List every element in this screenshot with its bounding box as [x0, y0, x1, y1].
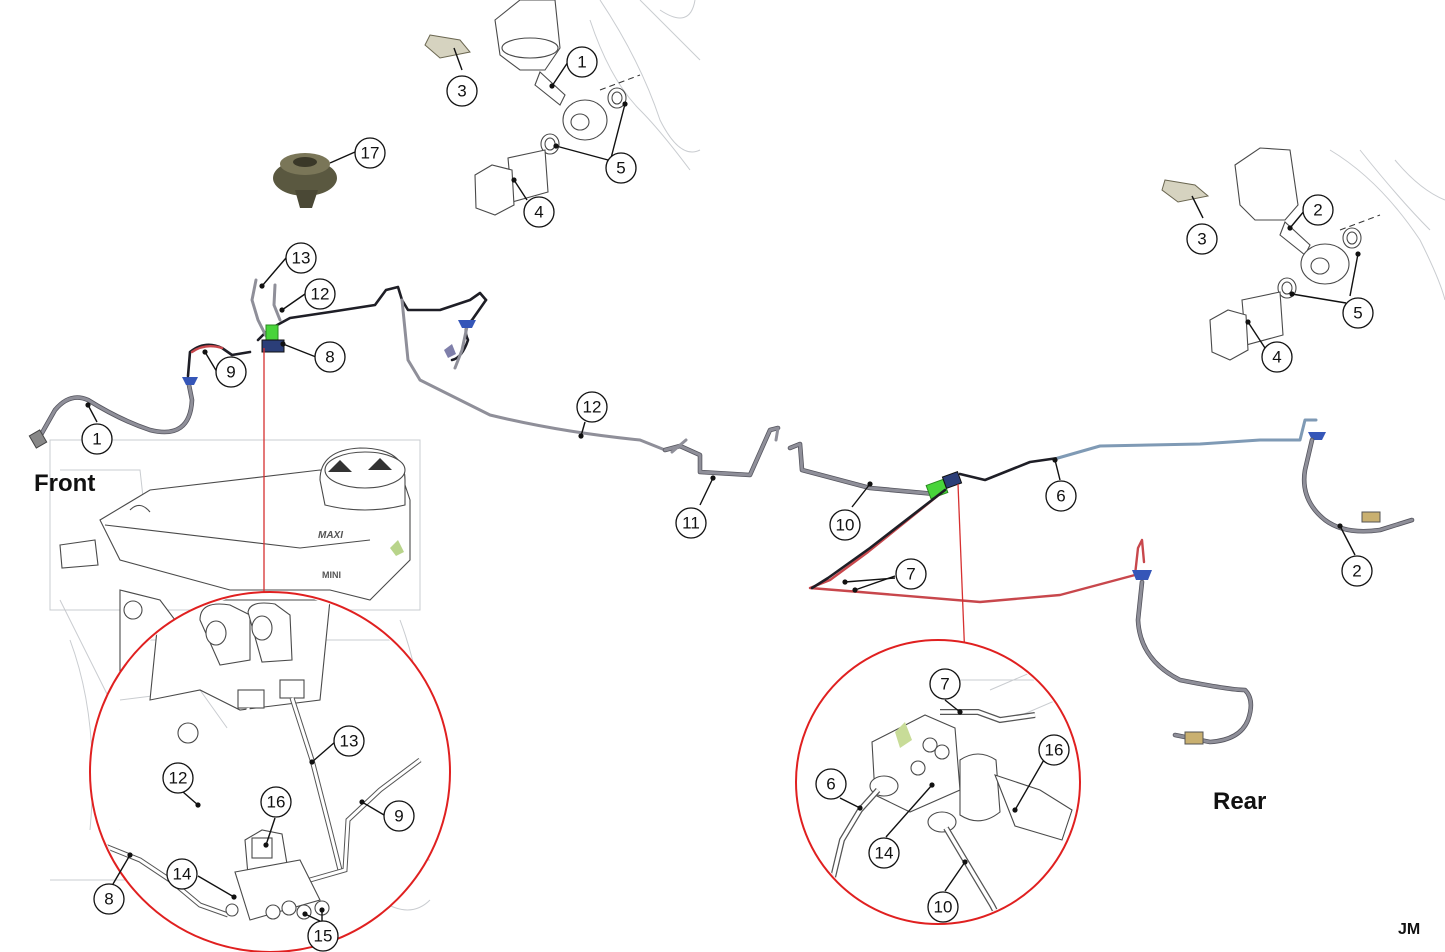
svg-text:1: 1 — [577, 53, 586, 72]
fitting-detail-top — [424, 0, 641, 216]
svg-text:14: 14 — [875, 844, 894, 863]
svg-text:7: 7 — [940, 675, 949, 694]
callout-balloons: 1 3 5 4 17 2 3 5 4 13 12 8 9 1 12 11 10 … — [81, 46, 1374, 952]
abs-sensor-rear — [925, 470, 963, 500]
svg-text:14: 14 — [173, 865, 192, 884]
zoom-guide-rear — [957, 483, 966, 661]
callout-8-main: 8 — [314, 341, 346, 373]
svg-text:1: 1 — [92, 430, 101, 449]
callout-10-main: 10 — [829, 509, 861, 541]
svg-text:9: 9 — [394, 807, 403, 826]
leader-lines — [85, 47, 1361, 923]
callout-16-zoomR: 16 — [1038, 734, 1070, 766]
rear-label: Rear — [1213, 788, 1266, 815]
background-sketch-top — [589, 0, 1445, 301]
callout-6-main: 6 — [1045, 480, 1077, 512]
svg-text:2: 2 — [1352, 562, 1361, 581]
callout-9-zoom: 9 — [383, 800, 415, 832]
svg-text:4: 4 — [1272, 348, 1281, 367]
callout-4-right: 4 — [1261, 341, 1293, 373]
svg-text:10: 10 — [836, 516, 855, 535]
callout-1-top: 1 — [566, 46, 598, 78]
fitting-detail-right — [1161, 147, 1381, 361]
zoom-detail-rear — [795, 639, 1081, 925]
callout-5-top: 5 — [605, 152, 637, 184]
svg-text:12: 12 — [169, 769, 188, 788]
svg-text:3: 3 — [457, 82, 466, 101]
callout-6-zoom: 6 — [815, 768, 847, 800]
callout-1-main: 1 — [81, 423, 113, 455]
svg-text:7: 7 — [906, 565, 915, 584]
callout-14-zoomL: 14 — [166, 858, 198, 890]
callout-10-zoom: 10 — [927, 891, 959, 923]
brake-line-9 — [186, 343, 252, 378]
callout-4-top: 4 — [523, 196, 555, 228]
svg-text:12: 12 — [311, 285, 330, 304]
reservoir-mini-mark: MINI — [322, 570, 341, 580]
callout-12-mid: 12 — [576, 391, 608, 423]
brake-line-2-rear-hose — [1301, 437, 1415, 534]
svg-text:4: 4 — [534, 203, 543, 222]
svg-text:12: 12 — [583, 398, 602, 417]
svg-text:3: 3 — [1197, 230, 1206, 249]
callout-17: 17 — [354, 137, 386, 169]
svg-text:6: 6 — [1056, 487, 1065, 506]
svg-text:13: 13 — [292, 249, 311, 268]
svg-text:6: 6 — [826, 775, 835, 794]
grommet-part — [273, 153, 337, 208]
svg-text:16: 16 — [267, 793, 286, 812]
svg-text:17: 17 — [361, 144, 380, 163]
svg-text:2: 2 — [1313, 201, 1322, 220]
brake-line-6 — [958, 418, 1326, 482]
brake-fluid-reservoir: MAXI MINI — [59, 447, 411, 701]
callout-11: 11 — [675, 507, 707, 539]
svg-text:11: 11 — [682, 514, 700, 533]
callout-14-zoomR: 14 — [868, 837, 900, 869]
callout-12-zoom: 12 — [162, 762, 194, 794]
callout-8-zoom: 8 — [93, 883, 125, 915]
brake-line-11 — [662, 425, 781, 478]
callout-2-main: 2 — [1341, 555, 1373, 587]
callout-15: 15 — [307, 920, 339, 952]
callout-12-main: 12 — [304, 278, 336, 310]
svg-text:10: 10 — [934, 898, 953, 917]
svg-text:15: 15 — [314, 927, 333, 946]
zoom-detail-front — [89, 591, 451, 952]
svg-text:8: 8 — [104, 890, 113, 909]
callout-13-zoom: 13 — [333, 725, 365, 757]
brake-line-10 — [787, 441, 938, 497]
callout-2-right: 2 — [1302, 194, 1334, 226]
brake-line-rear-left-hose — [1135, 579, 1254, 745]
svg-text:8: 8 — [325, 348, 334, 367]
author-signature: JM — [1398, 921, 1420, 938]
reservoir-maxi-mark: MAXI — [318, 530, 343, 541]
callout-9-main: 9 — [215, 356, 247, 388]
svg-text:16: 16 — [1045, 741, 1064, 760]
callout-16-zoomL: 16 — [260, 786, 292, 818]
callout-3-right: 3 — [1186, 223, 1218, 255]
svg-text:5: 5 — [616, 159, 625, 178]
svg-text:5: 5 — [1353, 304, 1362, 323]
callout-7-main: 7 — [895, 558, 927, 590]
svg-text:9: 9 — [226, 363, 235, 382]
callout-13-main: 13 — [285, 242, 317, 274]
callout-5-right: 5 — [1342, 297, 1374, 329]
front-label: Front — [34, 470, 95, 497]
callout-3-top: 3 — [446, 75, 478, 107]
svg-text:13: 13 — [340, 732, 359, 751]
brake-line-7 — [808, 488, 1152, 604]
brake-line-front-hose — [28, 377, 198, 449]
callout-7-zoom: 7 — [929, 668, 961, 700]
